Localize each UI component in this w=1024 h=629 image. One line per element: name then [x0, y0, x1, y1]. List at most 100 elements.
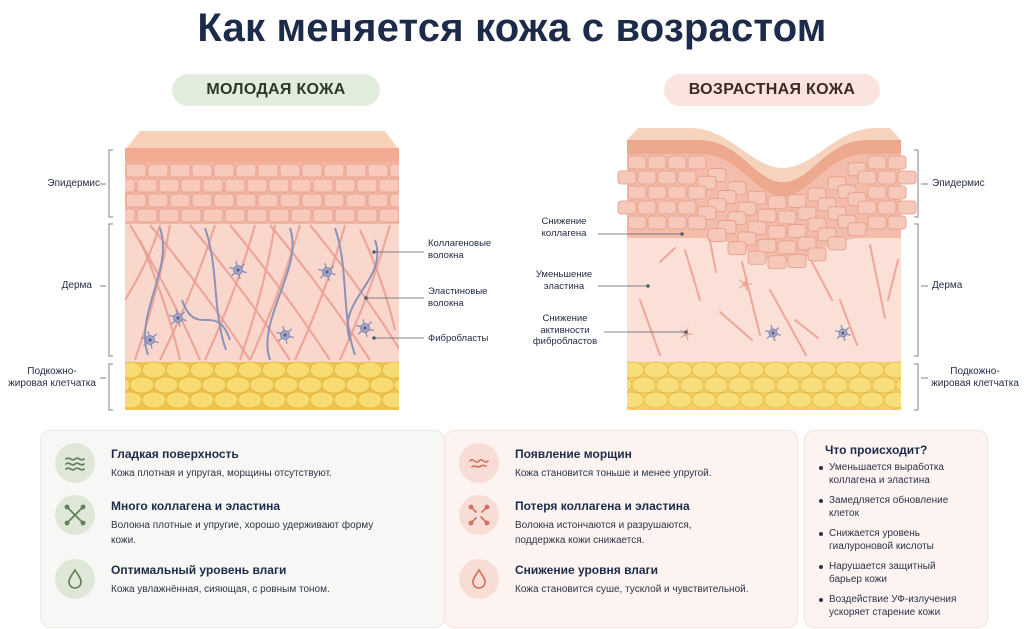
epidermis-cell [279, 193, 301, 208]
fat-cell [655, 376, 681, 394]
collagen-fiber [811, 261, 833, 301]
epidermis-cell [687, 155, 707, 170]
epidermis-cell [867, 185, 887, 200]
epidermis-cell [877, 200, 897, 215]
elastin-fiber [266, 227, 294, 361]
fat-cell [835, 391, 861, 409]
collagen-fiber [684, 249, 701, 301]
epidermis-cell [757, 208, 777, 223]
fat-cell [823, 376, 849, 394]
young-fibroblasts [141, 261, 374, 349]
epidermis-cell [312, 208, 334, 223]
collagen-fiber [229, 224, 331, 361]
fat-cell [297, 376, 323, 394]
aged-layer-brackets [914, 149, 928, 411]
fat-cell [835, 361, 861, 379]
epidermis-cell [334, 208, 356, 223]
young-surface [125, 131, 399, 150]
fat-cell [883, 361, 901, 379]
fat-cell [345, 376, 371, 394]
epidermis-cell [777, 210, 797, 225]
epidermis-cell [125, 193, 147, 208]
epidermis-cell [191, 163, 213, 178]
aged-feature-text: Кожа становится суше, тусклой и чувствит… [515, 584, 749, 595]
fat-cell [125, 391, 143, 409]
epidermis-cell [627, 155, 647, 170]
what-happens-item-text: Замедляется обновление клеток [829, 495, 949, 519]
what-happens-item: Нарушается защитный барьер кожи [817, 560, 985, 586]
epidermis-cell [887, 185, 907, 200]
epidermis-cell [367, 193, 389, 208]
young-features-panel: Гладкая поверхность Кожа плотная и упруг… [40, 430, 445, 628]
epidermis-cell [202, 208, 224, 223]
aged-feature-title: Появление морщин [515, 447, 632, 461]
epidermis-cell [301, 163, 323, 178]
epidermis-cell [757, 238, 777, 253]
fat-cell [691, 361, 717, 379]
aged-feature-text: Кожа становится тоньше и менее упругой. [515, 468, 712, 479]
young-fat-cells [125, 361, 430, 409]
epidermis-cell [747, 220, 767, 235]
aged-epidermis-label: Эпидермис [932, 178, 985, 189]
fat-cell [333, 391, 359, 409]
epidermis-cell [290, 178, 312, 193]
aged-stratum-corneum [627, 140, 901, 196]
fat-cell [406, 392, 430, 408]
epidermis-cell [887, 215, 907, 230]
fat-cell [237, 391, 263, 409]
fat-cell [871, 376, 897, 394]
aged-surface [627, 128, 901, 182]
fat-cell [627, 378, 633, 392]
epidermis-cell [367, 163, 389, 178]
collagen-fiber [707, 238, 717, 273]
what-happens-item: Воздействие УФ-излучения ускоряет старен… [817, 593, 985, 619]
fat-cell [715, 361, 741, 379]
epidermis-cell [827, 236, 847, 251]
epidermis-cell [213, 193, 235, 208]
aged-epidermis-cells [617, 155, 917, 270]
fat-cell [763, 391, 789, 409]
collagen-fiber [249, 224, 302, 361]
aged-elastin-label: Уменьшение эластина [535, 269, 593, 292]
young-subcutis-label: Подкожно- жировая клетчатка [8, 366, 96, 389]
aged-subcutis-label: Подкожно- жировая клетчатка [931, 366, 1019, 389]
epidermis-cell [246, 208, 268, 223]
aged-collagen-label: Снижение коллагена [541, 216, 587, 239]
fibroblast [229, 261, 247, 279]
fat-cell [333, 361, 359, 379]
collagen-fiber [133, 224, 172, 361]
epidermis-cell [202, 178, 224, 193]
epidermis-cell [867, 155, 887, 170]
broken-fibers-icon [459, 495, 499, 535]
epidermis-cell [246, 178, 268, 193]
elastin-fiber [346, 239, 379, 341]
epidermis-cell [667, 155, 687, 170]
epidermis-cell [356, 208, 378, 223]
epidermis-cell [667, 185, 687, 200]
fibers-icon [55, 495, 95, 535]
what-happens-item-text: Воздействие УФ-излучения ускоряет старен… [829, 594, 957, 618]
epidermis-cell [378, 178, 399, 193]
collagen-fiber [138, 239, 182, 361]
fat-cell [309, 361, 335, 379]
fat-cell [847, 376, 873, 394]
epidermis-cell [147, 163, 169, 178]
epidermis-cell [747, 250, 767, 265]
epidermis-cell [797, 236, 817, 251]
aged-feature-text: Волокна истончаются и разрушаются, подде… [515, 520, 692, 546]
epidermis-cell [345, 193, 367, 208]
collagen-fiber [238, 224, 277, 361]
fibroblast-nucleus [283, 333, 287, 337]
epidermis-cell [290, 208, 312, 223]
epidermis-cell [191, 193, 213, 208]
elastin-fiber [181, 299, 231, 341]
aged-skin-heading: ВОЗРАСТНАЯ КОЖА [664, 74, 880, 106]
fat-cell [643, 391, 669, 409]
epidermis-cell [677, 170, 697, 185]
fat-cell [775, 376, 801, 394]
fat-cell [249, 376, 275, 394]
what-happens-item: Уменьшается выработка коллагена и эласти… [817, 461, 985, 487]
fat-cell [309, 391, 335, 409]
what-happens-list: Уменьшается выработка коллагена и эласти… [817, 461, 985, 626]
fat-cell [321, 376, 347, 394]
